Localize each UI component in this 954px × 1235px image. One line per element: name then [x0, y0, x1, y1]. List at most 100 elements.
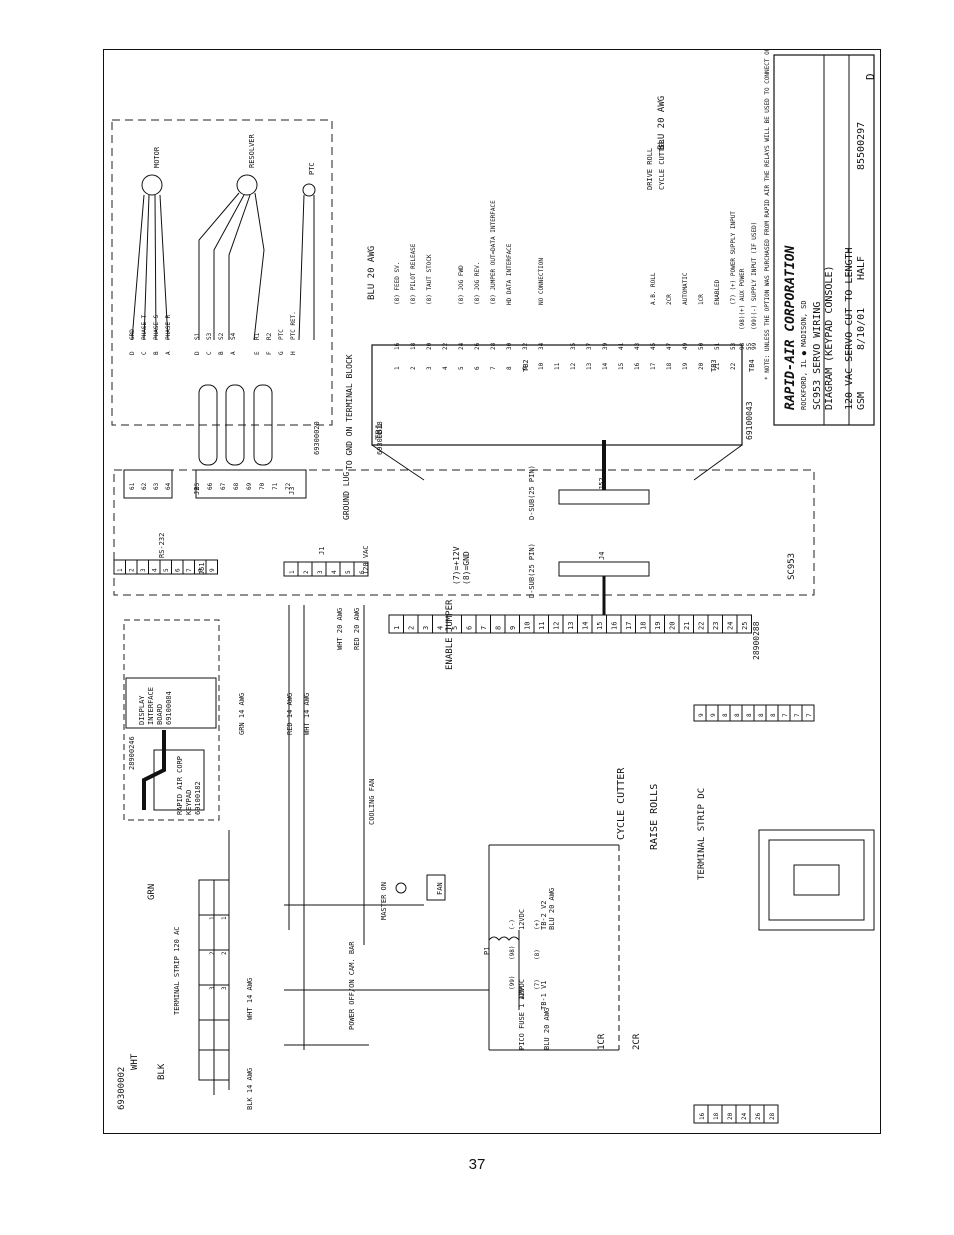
- strip-pin-number: 14: [582, 622, 590, 630]
- tb1-left-number: 20: [698, 362, 705, 370]
- dc-strip-box: [765, 704, 779, 722]
- display-board-label-2: INTERFACE: [147, 687, 155, 725]
- wire-wht14b-label: WHT 14 AWG: [303, 693, 311, 735]
- rs232-label: RS-232: [158, 533, 166, 558]
- resolver-signal-label: R1: [254, 332, 261, 340]
- company-location: ROCKFORD, IL ● MADISON, SD: [800, 300, 808, 410]
- j1-pin-number: 3: [317, 570, 324, 574]
- tb1-right-number: 55: [746, 342, 753, 350]
- power-section: [198, 605, 620, 1095]
- dc-strip-box: [789, 704, 803, 722]
- resolver-pin-label: F: [266, 351, 273, 355]
- strip-pin-number: 12: [553, 622, 561, 630]
- j1-pin-number: 4: [331, 570, 338, 574]
- j1-pin-number: 5: [345, 570, 352, 574]
- keypad-label-1: RAPID AIR CORP: [176, 756, 184, 815]
- display-board-label-1: DISPLAY: [138, 695, 146, 725]
- j4-dsub-label: D-SUB(25 PIN): [528, 543, 536, 598]
- tb1-signal-label: A.B. ROLL: [650, 272, 657, 305]
- dc-strip-box: [729, 704, 743, 722]
- tb1-right-number: 18: [410, 342, 417, 350]
- motor-pin-label: B: [153, 351, 160, 355]
- tb1-left-number: 14: [602, 362, 609, 370]
- strip-pin-number: 4: [437, 626, 445, 630]
- j51-pin-number: 3: [140, 568, 147, 572]
- motor-phase-label: PHASE T: [141, 314, 148, 340]
- resolver-pin-label: B: [218, 351, 225, 355]
- tb1-output-label: DRIVE ROLL: [646, 148, 654, 190]
- tb1-right-number: 16: [394, 342, 401, 350]
- v12-2-label: 12VDC: [518, 909, 526, 930]
- j3-label: J3: [288, 487, 296, 495]
- option-note: * NOTE: UNLESS THE OPTION WAS PURCHASED …: [764, 50, 771, 380]
- strip-pin-number: 3: [422, 626, 430, 630]
- supply-terminal-label: (+): [534, 919, 541, 930]
- strip-pin-number: 2: [408, 626, 416, 630]
- wire-blu20-right-label: BLU 20 AWG: [657, 96, 667, 150]
- resolver-signal-label: S2: [218, 332, 225, 340]
- j2-connector: [123, 469, 173, 499]
- tb1-output-label: CYCLE CUTTER: [658, 139, 666, 190]
- tb2-v2-label: TB-2 V2: [540, 900, 548, 930]
- tb1-left-number: 13: [586, 362, 593, 370]
- tb4-signal-label: (98)(+) AUX POWER: [739, 268, 746, 330]
- resolver-j3-pin: 71: [272, 482, 279, 490]
- strip-pin-number: 18: [640, 622, 648, 630]
- wiring-diagram: RAPID-AIR CORPORATION ROCKFORD, IL ● MAD…: [111, 50, 877, 1124]
- strip-pin-number: 19: [654, 622, 662, 630]
- motor-label: MOTOR: [153, 146, 161, 168]
- dc-strip-bottom-value: 24: [741, 1112, 748, 1120]
- dc-strip-box: [753, 704, 767, 722]
- ac-strip-value: 3: [209, 986, 216, 990]
- tb1-signal-label: (8) PILOT RELEASE: [410, 243, 417, 305]
- j4-dsub: [558, 440, 650, 615]
- tb1-left-number: 12: [570, 362, 577, 370]
- resolver-signal-label: PTC: [278, 329, 285, 340]
- tb1-left-number: 7: [490, 366, 497, 370]
- motor-j2-pin: 62: [141, 482, 148, 490]
- tb1-left-number: 17: [650, 362, 657, 370]
- strip-pin-number: 17: [625, 622, 633, 630]
- resolver-pin-label: G: [278, 351, 285, 355]
- resolver-j3-pin: 72: [285, 482, 292, 490]
- wire-blk14-label: BLK 14 AWG: [246, 1068, 254, 1110]
- tb1-left-number: 3: [426, 366, 433, 370]
- dc-strip-value: 7: [782, 713, 789, 717]
- tb1-left-number: 19: [682, 362, 689, 370]
- controller-enclosure: [111, 119, 815, 596]
- tb1-left-number: 5: [458, 366, 465, 370]
- tb1-left-number: 16: [634, 362, 641, 370]
- strip-pin-number: 7: [480, 626, 488, 630]
- tb1-signal-label: NO CONNECTION: [538, 258, 545, 305]
- strip-pin-number: 6: [466, 626, 474, 630]
- dc-strip-bottom-value: 26: [755, 1112, 762, 1120]
- tb1-signal-label: HD DATA INTERFACE: [506, 243, 513, 305]
- motor-pin-label: C: [141, 351, 148, 355]
- j52-dsub: [558, 489, 650, 505]
- tb1-left-number: 1: [394, 366, 401, 370]
- cable-shields: [198, 384, 273, 466]
- j51-pin-number: 6: [175, 568, 182, 572]
- motor-pin-label: A: [165, 351, 172, 355]
- dc-strip-box: [741, 704, 755, 722]
- keypad-label-2: KEYPAD: [185, 790, 193, 815]
- resolver-signal-label: R2: [266, 332, 273, 340]
- j51-pin-number: 9: [209, 568, 216, 572]
- strip-pin-box: [736, 614, 752, 634]
- display-interface-board: DISPLAY INTERFACE BOARD 69100084 RAPID A…: [123, 619, 220, 821]
- resolver-pin-label: D: [194, 351, 201, 355]
- tb1-left-number: 22: [730, 362, 737, 370]
- ac-strip-value: 3: [221, 986, 228, 990]
- page-number: 37: [468, 1156, 486, 1173]
- wire-blu20-label: BLU 20 AWG: [543, 1008, 551, 1050]
- tb1-right-number: 43: [634, 342, 641, 350]
- motor-phase-label: PHASE R: [165, 314, 172, 340]
- tb1-v1-label: TB-1 V1: [540, 980, 548, 1010]
- tb1-right-number: 47: [666, 342, 673, 350]
- tb1-signal-label: 2CR: [666, 294, 673, 305]
- j4-note-2: (8)=GND: [462, 551, 471, 585]
